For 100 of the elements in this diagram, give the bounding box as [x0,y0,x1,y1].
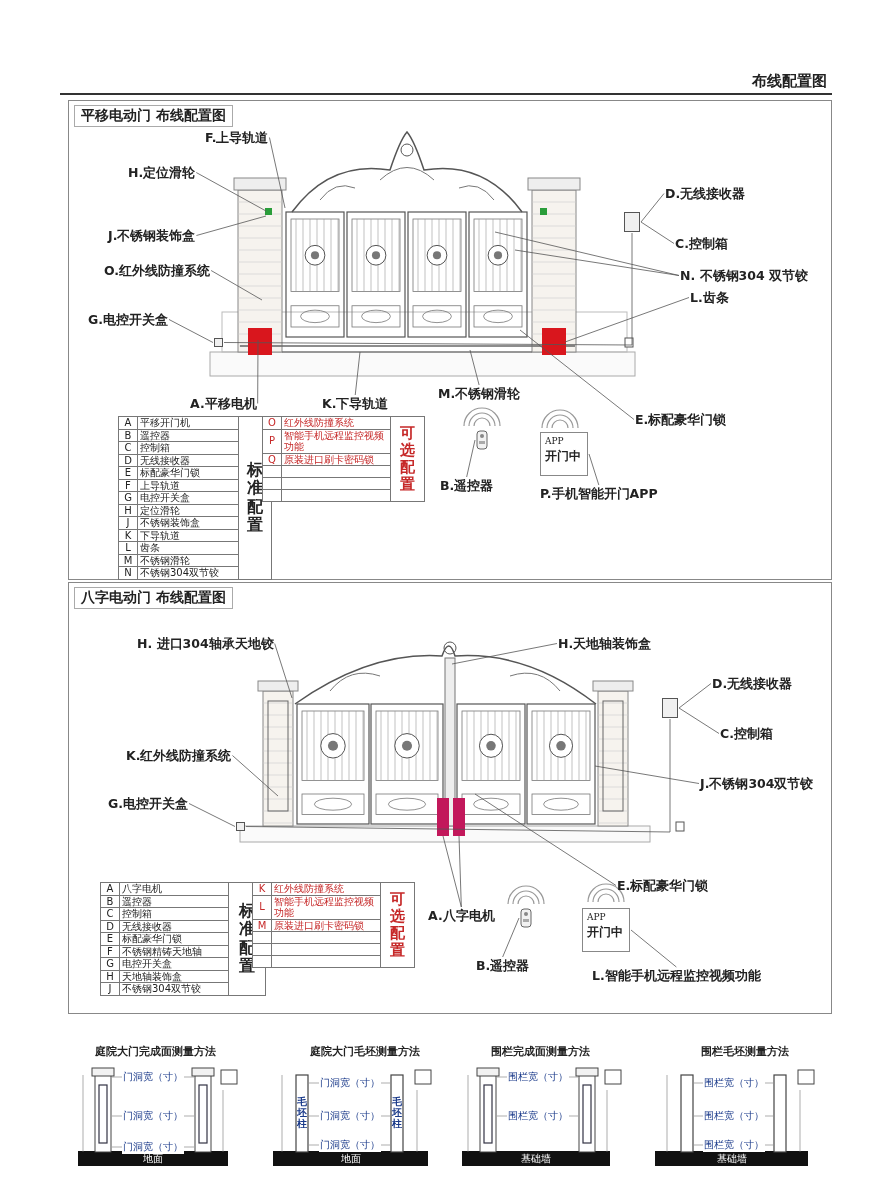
wire [245,718,671,833]
leader-line [588,453,600,486]
callout-label: D.无线接收器 [712,676,793,691]
table-cell: P [262,429,282,453]
leader-line [168,319,214,343]
phone-screen [540,432,588,476]
leader-line [678,707,720,734]
callout-label: H.天地轴装饰盒 [558,636,652,651]
leader-line [196,215,267,236]
dimension-label: 围栏宽（寸） [506,1070,569,1084]
leader-line [442,835,462,908]
app-label: APP [545,436,565,446]
status-text: 开门中 [587,924,624,941]
callout-label: E.标配豪华门锁 [617,878,709,893]
enclosure-box [662,698,678,718]
leader-line [257,339,259,404]
dimension-label: 围栏宽（寸） [702,1076,765,1090]
table-cell: 红外线防撞系统 [281,416,391,429]
callout-label: O.红外线防撞系统 [104,263,211,278]
leader-line [502,917,520,958]
page-title: 布线配置图 [752,72,827,91]
leader-line [466,439,476,478]
leader-line [188,803,236,827]
remote-control-icon [520,908,532,928]
leader-line [494,231,680,276]
callout-label: E.标配豪华门锁 [635,412,727,427]
enclosure-box [624,212,640,232]
callout-label: N. 不锈钢304 双节铰 [680,268,808,283]
callout-label: J.不锈钢304双节铰 [700,776,814,791]
callout-label: L.齿条 [690,290,729,305]
section-title: 围栏完成面测量方法 [490,1045,590,1059]
callout-label: B.遥控器 [476,958,530,973]
leader-line [630,929,677,968]
status-text: 开门中 [545,448,582,465]
post-label: 毛坯柱 [297,1095,307,1129]
leader-line [195,172,267,212]
dimension-label: 门洞宽（寸） [122,1109,184,1123]
ground-label: 地面 [143,1153,163,1164]
leader-line [274,643,293,699]
leader-line [514,249,680,276]
enclosure-box [236,822,245,831]
section-title: 围栏毛坯测量方法 [701,1045,789,1059]
dimension-label: 门洞宽（寸） [318,1109,381,1123]
leader-line [232,755,279,797]
callout-label: A.平移电机 [190,396,257,411]
leader-line [594,765,700,784]
dimension-label: 门洞宽（寸） [318,1138,381,1152]
leader-line [210,270,263,301]
callout-label: K.下导轨道 [322,396,389,411]
table-cell: A [100,882,120,895]
table-cell: 可选配置 [390,416,425,502]
enclosure-box [214,338,223,347]
remote-control-icon [476,430,488,450]
app-label: APP [587,912,607,922]
ground-label: 基础墙 [716,1153,747,1164]
callout-label: A.八字电机 [428,908,495,923]
leader-line [640,193,665,223]
dimension-label: 门洞宽（寸） [122,1070,184,1084]
table-cell: 八字电机 [119,882,229,895]
leader-line [519,329,635,420]
phone-screen [582,908,630,952]
table-cell: K [252,882,272,895]
callout-label: H.定位滑轮 [128,165,196,180]
table-cell: 智能手机远程监控视频功能 [281,429,391,453]
table-cell: O [262,416,282,429]
panel-heading: 平移电动门 布线配置图 [74,105,233,127]
ground-label: 地面 [340,1153,361,1164]
table-cell: 智能手机远程监控视频功能 [271,895,381,919]
table-cell: 平移开门机 [137,416,239,429]
callout-label: D.无线接收器 [665,186,746,201]
callout-label: J.不锈钢装饰盒 [108,228,196,243]
leader-line [564,297,690,343]
leader-line [474,793,617,886]
leader-line [451,643,558,665]
ground-label: 基础墙 [521,1153,551,1164]
callout-label: B.遥控器 [440,478,494,493]
callout-label: P.手机智能开门APP [540,486,658,501]
callout-label: M.不锈钢滑轮 [438,386,521,401]
callout-label: G.电控开关盒 [108,796,188,811]
dimension-label: 门洞宽（寸） [122,1140,184,1154]
table-cell: 可选配置 [380,882,415,968]
section-title: 庭院大门毛坯测量方法 [310,1045,420,1059]
dimension-label: 围栏宽（寸） [702,1109,765,1123]
dimension-label: 门洞宽（寸） [318,1076,381,1090]
section-title: 庭院大门完成面测量方法 [94,1045,216,1059]
table-cell: L [252,895,272,919]
leader-line [469,349,480,386]
post-label: 毛坯柱 [392,1095,402,1129]
table-cell: A [118,416,138,429]
callout-label: C.控制箱 [675,236,728,251]
wire [223,232,633,346]
table-cell: 红外线防撞系统 [271,882,381,895]
leader-line [458,835,462,908]
callout-label: K.红外线防撞系统 [126,748,232,763]
dimension-label: 围栏宽（寸） [702,1138,765,1152]
callout-label: F.上导轨道 [205,130,269,145]
dimension-label: 围栏宽（寸） [506,1109,569,1123]
callout-label: C.控制箱 [720,726,773,741]
callout-label: L.智能手机远程监控视频功能 [592,968,761,983]
callout-label: G.电控开关盒 [88,312,168,327]
